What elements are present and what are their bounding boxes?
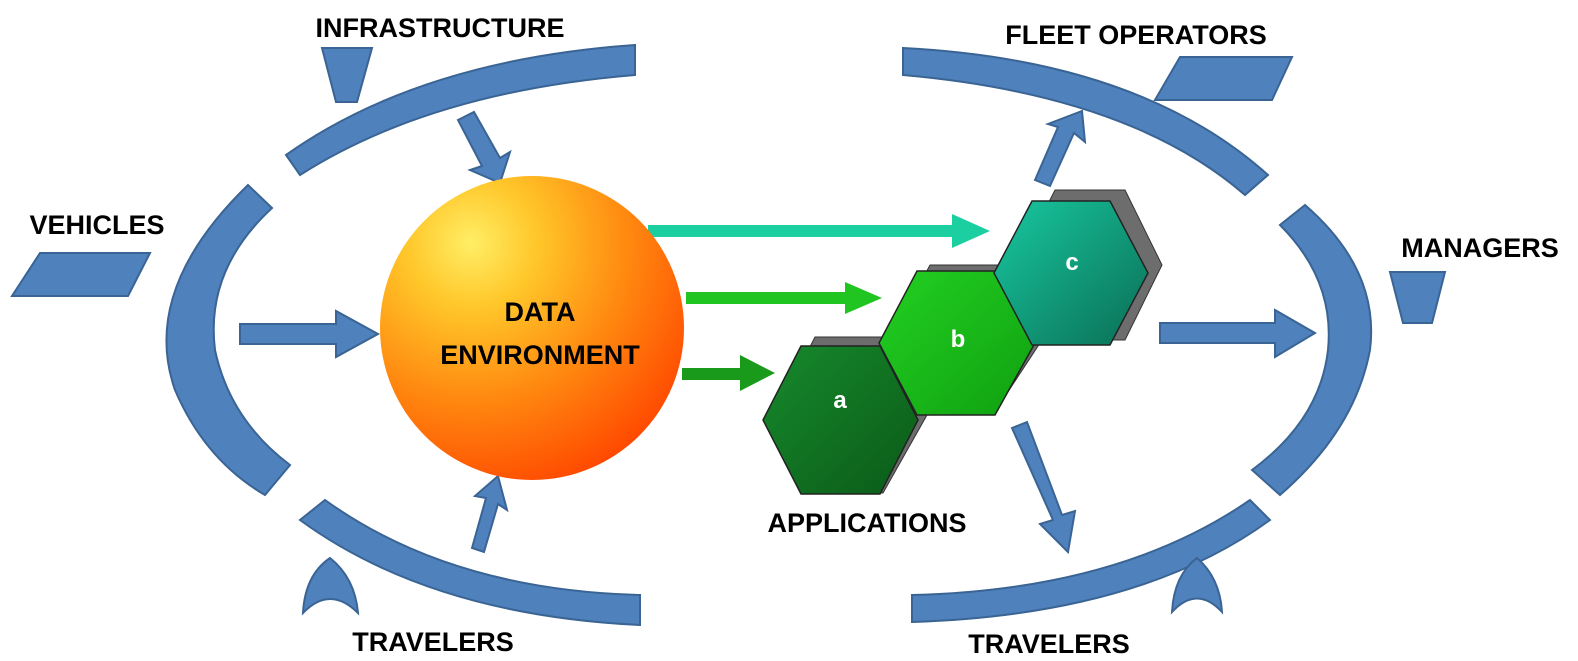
right-ring: [902, 46, 1373, 624]
left-ring: [165, 43, 641, 627]
application-hex-a: a: [762, 345, 919, 495]
right-ring-top-arc: [902, 46, 1270, 197]
travelers-left-shape: [301, 556, 360, 616]
arrow-infrastructure-to-data: [456, 110, 512, 185]
arrow-apps-to-managers: [1159, 308, 1317, 359]
left-ring-top-arc: [284, 43, 636, 177]
data-environment-label-line1: DATA: [505, 297, 576, 327]
hex-b-label: b: [951, 326, 966, 353]
applications-label: APPLICATIONS: [767, 508, 966, 538]
data-environment-sphere: [380, 176, 684, 480]
arrow-apps-to-fleet: [1033, 109, 1087, 188]
arrow-data-to-app-c: [648, 214, 990, 248]
infrastructure-shape: [320, 47, 374, 103]
application-hex-c: c: [993, 200, 1149, 346]
hex-a-label: a: [833, 387, 847, 414]
arrow-vehicles-to-data: [239, 309, 381, 359]
vehicles-shape: [10, 252, 152, 297]
fleet-operators-shape: [1153, 56, 1294, 101]
right-ring-bottom-arc: [911, 498, 1272, 624]
travelers-right-label: TRAVELERS: [968, 629, 1130, 659]
fleet-operators-label: FLEET OPERATORS: [1005, 20, 1267, 50]
arrow-travelers-to-data: [470, 474, 509, 554]
infrastructure-label: INFRASTRUCTURE: [316, 13, 565, 43]
managers-label: MANAGERS: [1401, 233, 1559, 263]
right-ring-right-arc: [1250, 203, 1373, 497]
travelers-left-label: TRAVELERS: [352, 627, 514, 657]
arrow-data-to-app-a: [682, 355, 775, 391]
travelers-right-shape: [1170, 556, 1224, 615]
managers-shape: [1388, 271, 1447, 324]
arrow-data-to-app-b: [686, 282, 882, 314]
vehicles-label: VEHICLES: [29, 210, 164, 240]
left-ring-left-arc: [165, 183, 292, 497]
hex-c-label: c: [1065, 249, 1078, 276]
data-environment-label-line2: ENVIRONMENT: [440, 340, 640, 370]
arrow-apps-to-travelers: [1010, 420, 1077, 555]
left-ring-bottom-arc: [298, 498, 641, 627]
